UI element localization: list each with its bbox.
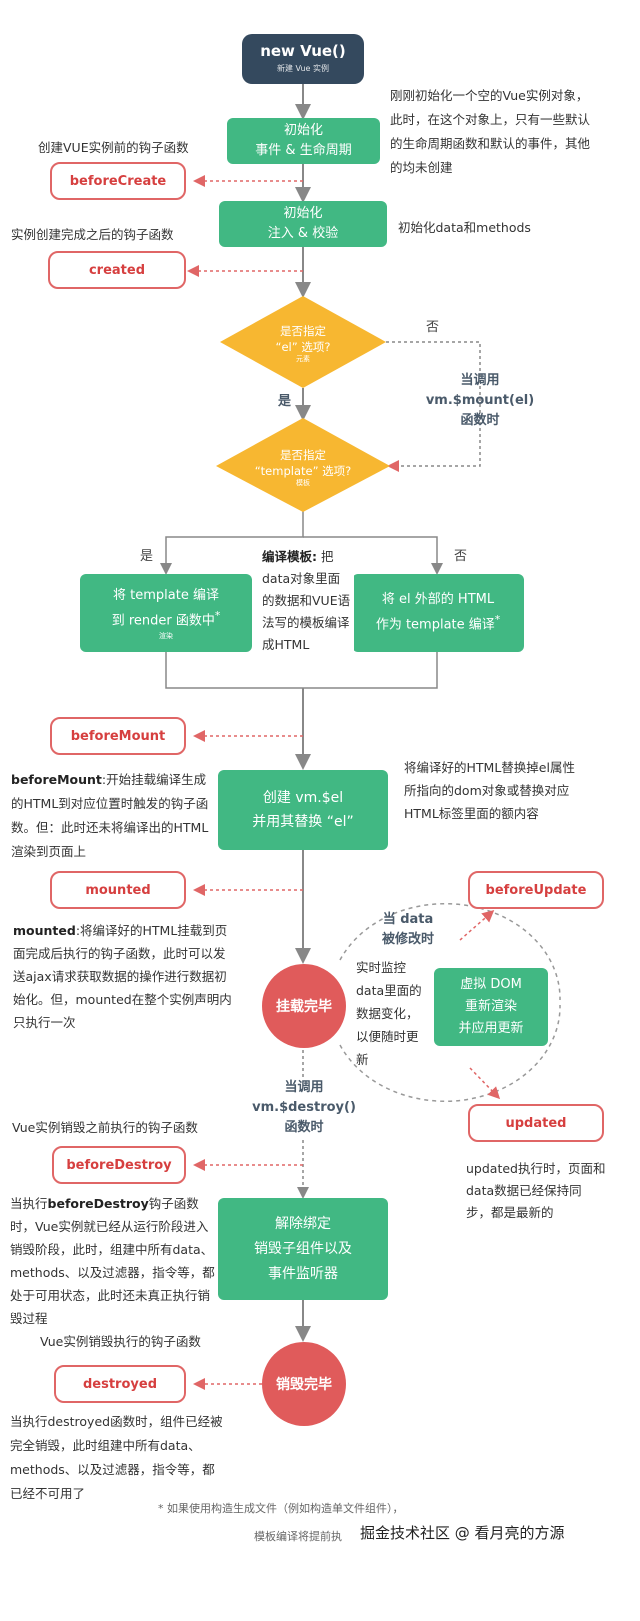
- destroyed-hook: destroyed: [54, 1365, 186, 1403]
- footer-line2: 模板编译将提前执: [254, 1530, 342, 1543]
- before-create-hook: beforeCreate: [50, 162, 186, 200]
- mounted-hook: mounted: [50, 871, 186, 909]
- teardown-line1: 解除绑定: [275, 1215, 331, 1232]
- create-el-line2: 并用其替换 “el”: [252, 814, 354, 830]
- virtual-dom-line2: 重新渲染: [464, 999, 517, 1014]
- destroyed-done-circle: 销毁完毕: [262, 1342, 346, 1426]
- before-update-hook: beforeUpdate: [468, 871, 604, 909]
- mount-call-line2: vm.$mount(el): [425, 393, 535, 408]
- updated-hook: updated: [468, 1104, 604, 1142]
- diamond-template-text: 是否指定 “template” 选项? 模板: [230, 447, 376, 487]
- yes-label-2: 是: [140, 549, 154, 564]
- compile-left-line2: 到 render 函数中: [111, 613, 215, 629]
- diamond-el-line1: 是否指定: [280, 324, 326, 338]
- new-vue-subtitle: 新建 Vue 实例: [276, 64, 329, 73]
- before-destroy-desc: 当执行beforeDestroy钩子函数时，Vue实例就已经从运行阶段进入销毁阶…: [10, 1192, 215, 1330]
- data-change-line2: 被修改时: [381, 932, 434, 947]
- created-hook: created: [48, 251, 186, 289]
- create-el-note: 将编译好的HTML替换掉el属性所指向的dom对象或替换对应HTML标签里面的额…: [404, 760, 575, 821]
- before-destroy-desc-prefix: 当执行: [10, 1196, 48, 1211]
- destroy-call-label: 当调用 vm.$destroy() 函数时: [244, 1078, 364, 1138]
- no-label-1: 否: [426, 320, 440, 335]
- no-label-2: 否: [454, 549, 468, 564]
- data-change-line1: 当 data: [382, 912, 434, 927]
- compile-note-title: 编译模板:: [262, 549, 317, 564]
- compile-right-line2: 作为 template 编译: [375, 617, 495, 633]
- before-create-note: 创建VUE实例前的钩子函数: [38, 140, 189, 155]
- init-inject-line1: 初始化: [283, 206, 323, 221]
- destroy-call-line3: 函数时: [284, 1120, 324, 1135]
- compile-note: 编译模板: 把data对象里面的数据和VUE语法写的模板编译成HTML: [260, 546, 354, 656]
- create-el-line1: 创建 vm.$el: [262, 790, 344, 806]
- before-destroy-hook: beforeDestroy: [52, 1146, 186, 1184]
- teardown-box: 解除绑定 销毁子组件以及 事件监听器: [218, 1198, 388, 1300]
- teardown-line2: 销毁子组件以及: [254, 1240, 352, 1257]
- before-mount-hook: beforeMount: [50, 717, 186, 755]
- mount-call-line3: 函数时: [460, 413, 500, 428]
- init-inject-note: 初始化data和methods: [398, 220, 531, 235]
- diamond-el-text: 是否指定 “el” 选项? 元素: [240, 323, 366, 363]
- footer-line1: * 如果使用构造生成文件（例如构造单文件组件），: [158, 1502, 404, 1515]
- compile-left-box: 将 template 编译 到 render 函数中* 渲染: [80, 574, 252, 652]
- before-destroy-desc-body: 钩子函数时，Vue实例就已经从运行阶段进入销毁阶段，此时，组建中所有data、m…: [10, 1196, 215, 1326]
- before-destroy-desc-name: beforeDestroy: [47, 1196, 149, 1211]
- init-inject-line2: 注入 & 校验: [267, 226, 339, 241]
- destroy-call-line2: vm.$destroy(): [252, 1100, 356, 1115]
- init-events-line1: 初始化: [283, 123, 323, 138]
- compile-right-line1: 将 el 外部的 HTML: [381, 592, 495, 608]
- compile-right-star: *: [494, 613, 501, 627]
- watermark: 掘金技术社区 @ 看月亮的方源: [360, 1522, 565, 1543]
- compile-note-body: 把data对象里面的数据和VUE语法写的模板编译成HTML: [262, 549, 351, 652]
- mount-call-line1: 当调用: [460, 373, 500, 388]
- create-el-box: 创建 vm.$el 并用其替换 “el”: [218, 770, 388, 850]
- before-mount-note: beforeMount:开始挂载编译生成的HTML到对应位置时触发的钩子函数。但…: [11, 768, 216, 864]
- virtual-dom-line3: 并应用更新: [458, 1021, 524, 1036]
- diamond-el: [220, 296, 386, 388]
- diamond-template-small: 模板: [296, 479, 310, 487]
- mount-call-label: 当调用 vm.$mount(el) 函数时: [410, 371, 550, 431]
- updated-note: updated执行时，页面和data数据已经保持同步，都是最新的: [466, 1161, 606, 1220]
- diamond-template-line2: “template” 选项?: [254, 464, 352, 478]
- mounted-done-circle: 挂载完毕: [262, 964, 346, 1048]
- before-mount-note-name: beforeMount: [11, 772, 102, 787]
- diamond-template: [216, 418, 390, 512]
- virtual-dom-box: 虚拟 DOM 重新渲染 并应用更新: [434, 968, 548, 1046]
- diamond-el-small: 元素: [296, 355, 310, 363]
- compile-left-line1: 将 template 编译: [113, 588, 219, 604]
- diamond-el-line2: “el” 选项?: [275, 340, 331, 354]
- init-events-note: 刚刚初始化一个空的Vue实例对象，此时，在这个对象上，只有一些默认的生命周期函数…: [390, 88, 591, 175]
- diamond-template-line1: 是否指定: [280, 448, 326, 462]
- init-events-line2: 事件 & 生命周期: [255, 143, 352, 158]
- mounted-note-name: mounted: [13, 923, 76, 938]
- mounted-note: mounted:将编译好的HTML挂载到页面完成后执行的钩子函数，此时可以发送a…: [13, 919, 235, 1034]
- data-change-label: 当 data 被修改时: [368, 910, 448, 950]
- virtual-dom-line1: 虚拟 DOM: [460, 977, 522, 992]
- init-inject-box: 初始化 注入 & 校验: [219, 201, 387, 247]
- destroy-call-line1: 当调用: [284, 1080, 324, 1095]
- yes-label-1: 是: [278, 394, 292, 409]
- watch-note: 实时监控data里面的数据变化，以便随时更新: [356, 960, 422, 1067]
- destroyed-desc: 当执行destroyed函数时，组件已经被完全销毁，此时组建中所有data、me…: [10, 1414, 223, 1501]
- new-vue-node: new Vue() 新建 Vue 实例: [242, 34, 364, 84]
- before-mount-note-body: :开始挂载编译生成的HTML到对应位置时触发的钩子函数。但：此时还未将编译出的H…: [11, 772, 209, 859]
- compile-right-box: 将 el 外部的 HTML 作为 template 编译*: [352, 574, 524, 652]
- init-events-box: 初始化 事件 & 生命周期: [227, 118, 380, 164]
- mounted-note-body: :将编译好的HTML挂载到页面完成后执行的钩子函数，此时可以发送ajax请求获取…: [13, 923, 232, 1030]
- compile-left-star: *: [214, 609, 221, 623]
- new-vue-title: new Vue(): [260, 42, 346, 60]
- before-destroy-note: Vue实例销毁之前执行的钩子函数: [12, 1120, 198, 1135]
- teardown-line3: 事件监听器: [268, 1265, 338, 1282]
- compile-left-small: 渲染: [159, 631, 173, 640]
- created-note: 实例创建完成之后的钩子函数: [11, 227, 174, 242]
- destroyed-note: Vue实例销毁执行的钩子函数: [40, 1331, 201, 1352]
